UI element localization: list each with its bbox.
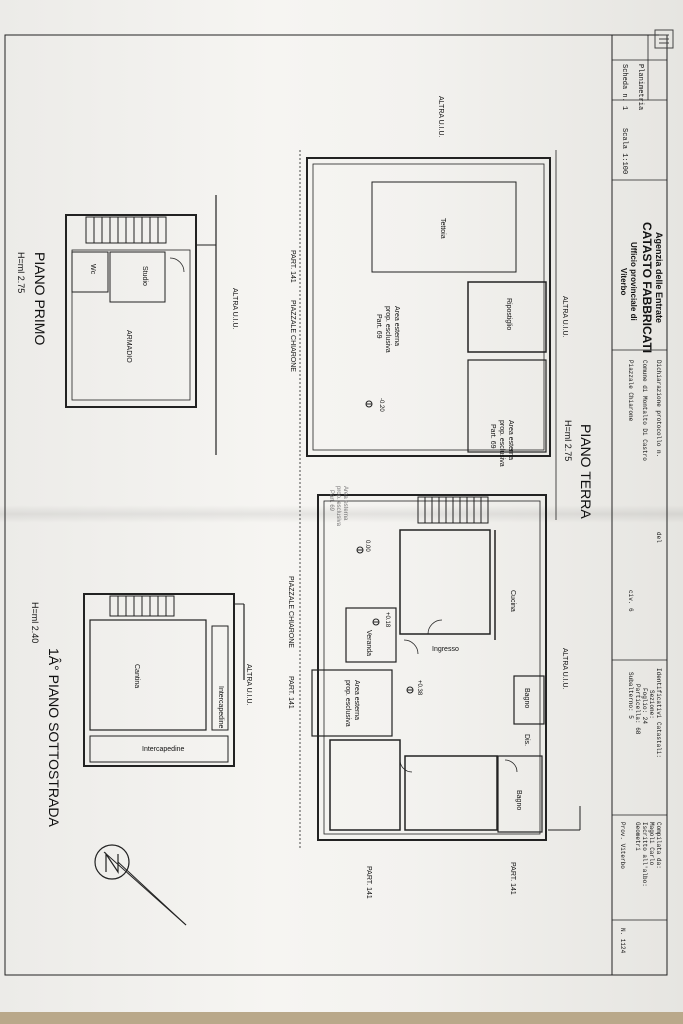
room-veranda: Veranda (365, 630, 372, 657)
part141-4: PART. 141 (365, 866, 372, 899)
room-bagno-1: Bagno (523, 688, 530, 709)
altra-uiu-1: ALTRA U.I.U. (437, 96, 444, 138)
office-name: CATASTO FABBRICATI (640, 222, 654, 354)
area3-line2: prop. esclusiva (335, 486, 341, 527)
room-ripostiglio: Ripostiglio (505, 298, 512, 331)
room-armadio: ARMADIO (125, 330, 132, 363)
compiler-name: Magoli Carlo (648, 822, 655, 866)
room-studio: Studio (141, 266, 148, 286)
altra-uiu-3: ALTRA U.I.U. (561, 648, 568, 690)
province: Prov. Viterbo (619, 822, 626, 869)
area2-line3: Part. 69 (489, 424, 496, 449)
elevation-4: +0.38 (416, 680, 422, 696)
room-intercapedine-1: Intercapedine (217, 686, 224, 729)
sottostrada-title: 1Â° PIANO SOTTOSTRADA (46, 648, 62, 827)
room-cucina: Cucina (509, 590, 516, 612)
elevation-markers (356, 400, 414, 694)
sottostrada-height: H=ml 2.40 (30, 602, 40, 644)
altra-uiu-5: ALTRA U.I.U. (245, 664, 252, 706)
area1-line2: prop. esclusiva (384, 306, 391, 353)
profession: Geometri (634, 822, 641, 851)
paper-fold (0, 505, 683, 523)
office-city: Viterbo (619, 268, 628, 296)
piano-terra-height: H=ml 2.75 (563, 420, 573, 462)
declaration-ref: del (655, 532, 662, 543)
page-frame (4, 34, 668, 976)
room-tettoia: Tettoia (439, 218, 446, 239)
sheet-type: Planimetria (636, 64, 644, 111)
piazzale-1: PIAZZALE CHIARONE (289, 300, 296, 372)
particella: Particella: 68 (634, 684, 641, 735)
piazzale-2: PIAZZALE CHIARONE (287, 576, 294, 648)
piano-primo-plan (65, 195, 217, 455)
altra-uiu-4: ALTRA U.I.U. (231, 288, 238, 330)
area3-line1: Area esterna (342, 486, 348, 521)
foglio: Foglio: 24 (641, 688, 648, 725)
room-bagno-2: Bagno (515, 790, 522, 811)
agency-name: Agenzia delle Entrate (654, 232, 664, 324)
declaration: Dichiarazione protocollo n. (655, 360, 662, 458)
municipality: Comune di Montalto Di Castro (641, 360, 648, 461)
scale: Scala 1:100 (620, 128, 628, 175)
area1-line3: Part. 69 (375, 314, 382, 339)
room-cantina: Cantina (133, 664, 140, 689)
iscritto: Iscritto all'albo: (641, 822, 648, 887)
piano-primo-height: H=ml 2.75 (16, 252, 26, 294)
part141-1: PART. 141 (289, 250, 296, 283)
altra-uiu-2: ALTRA U.I.U. (561, 296, 568, 338)
sezione: Sezione: (648, 690, 655, 719)
elevation-3: +0.18 (384, 612, 390, 628)
north-arrow (94, 844, 187, 926)
room-dis: Dis. (523, 734, 530, 747)
area2-line2: prop. esclusiva (498, 420, 505, 467)
area4-line2: prop. esclusiva (344, 680, 351, 727)
area4-line1: Area esterna (353, 680, 360, 721)
subalterno: Subalterno: 5 (627, 672, 634, 719)
area2-line1: Area esterna (507, 420, 514, 461)
compilata-title: Compilata da: (655, 822, 662, 869)
address: Piazzale Chiarone (627, 360, 634, 422)
part141-2: PART. 141 (287, 676, 294, 709)
room-ingresso: Ingresso (432, 646, 459, 653)
sheet-number: Scheda n. 1 (620, 64, 628, 111)
menu-icon (654, 29, 674, 49)
piano-terra-plan (299, 150, 581, 850)
piano-terra-title: PIANO TERRA (578, 424, 594, 519)
table-surface (0, 1012, 683, 1024)
registration-number: N. 1124 (619, 928, 626, 954)
sottostrada-plan (83, 593, 245, 767)
elevation-2: 0.00 (364, 540, 370, 552)
area1-line1: Area esterna (393, 306, 400, 347)
part141-3: PART. 141 (509, 862, 516, 895)
room-wc: Wc (89, 264, 96, 275)
area3-line3: Part. 69 (328, 490, 334, 512)
room-intercapedine-2: Intercapedine (142, 746, 185, 753)
piano-primo-title: PIANO PRIMO (32, 252, 48, 346)
elevation-1: -0.20 (378, 398, 384, 412)
provincial-office: Ufficio provinciale di (629, 242, 638, 321)
identifiers-title: Identificativi Catastali: (655, 668, 662, 759)
civic-number: civ. 6 (627, 590, 634, 612)
